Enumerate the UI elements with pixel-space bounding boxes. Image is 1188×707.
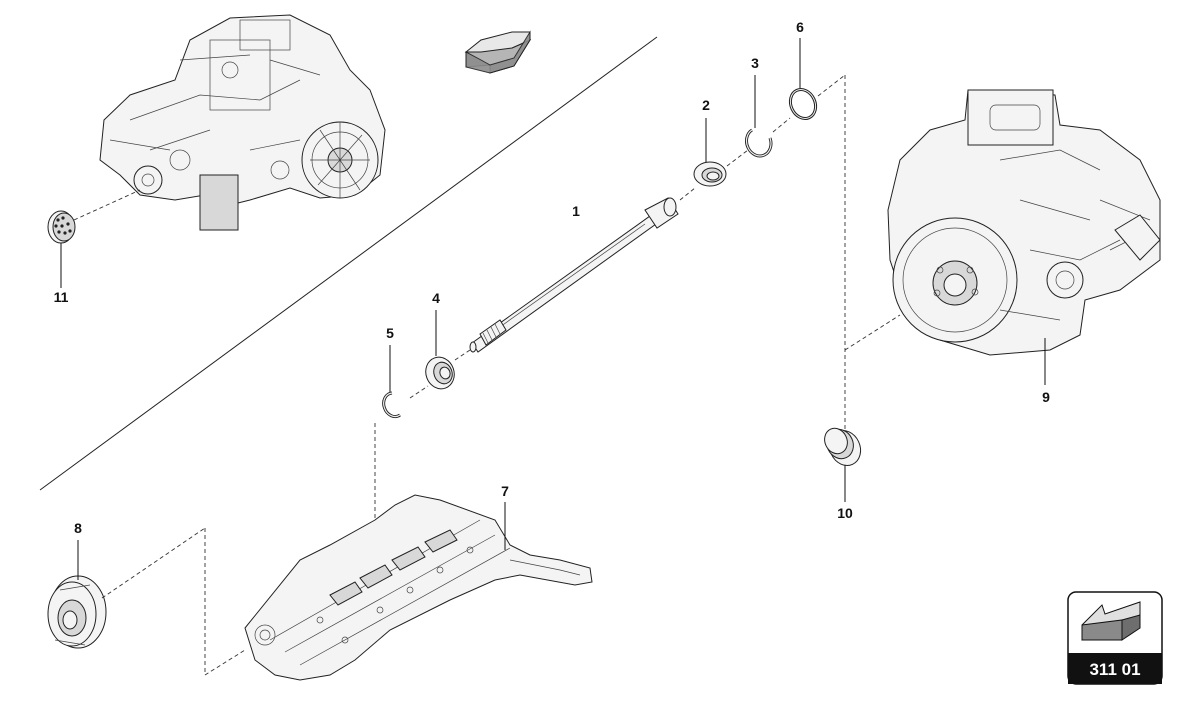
gearbox-illustration-right bbox=[887, 89, 1161, 385]
part-1-shaft bbox=[454, 187, 696, 361]
label-part-7: 7 bbox=[501, 483, 509, 499]
section-divider bbox=[39, 36, 658, 491]
gearbox-illustration-left bbox=[99, 14, 386, 231]
label-part-11: 11 bbox=[54, 289, 69, 305]
label-part-8: 8 bbox=[74, 520, 82, 536]
part-5-circlip bbox=[374, 345, 401, 540]
assembly-arrow-icon bbox=[1081, 601, 1141, 641]
label-part-5: 5 bbox=[386, 325, 394, 341]
label-part-9: 9 bbox=[1042, 389, 1050, 405]
part-3-circlip bbox=[745, 75, 791, 158]
part-8-pulley bbox=[47, 527, 246, 676]
part-4-bearing bbox=[409, 310, 455, 399]
part-11-cover-disc bbox=[47, 189, 141, 288]
page-code-badge[interactable]: 311 01 bbox=[1067, 591, 1163, 685]
label-part-1: 1 bbox=[572, 203, 580, 219]
label-part-4: 4 bbox=[432, 290, 440, 306]
direction-arrow-icon bbox=[464, 30, 532, 74]
part-2-bearing bbox=[693, 118, 749, 187]
label-part-3: 3 bbox=[751, 55, 759, 71]
label-part-10: 10 bbox=[837, 505, 853, 521]
part-10-plug bbox=[824, 427, 862, 502]
part-6-ring bbox=[788, 38, 846, 121]
part-7-housing bbox=[244, 494, 593, 681]
label-part-6: 6 bbox=[796, 19, 804, 35]
page-code: 311 01 bbox=[1089, 660, 1140, 679]
label-part-2: 2 bbox=[702, 97, 710, 113]
assembly-lines-right bbox=[844, 75, 901, 430]
